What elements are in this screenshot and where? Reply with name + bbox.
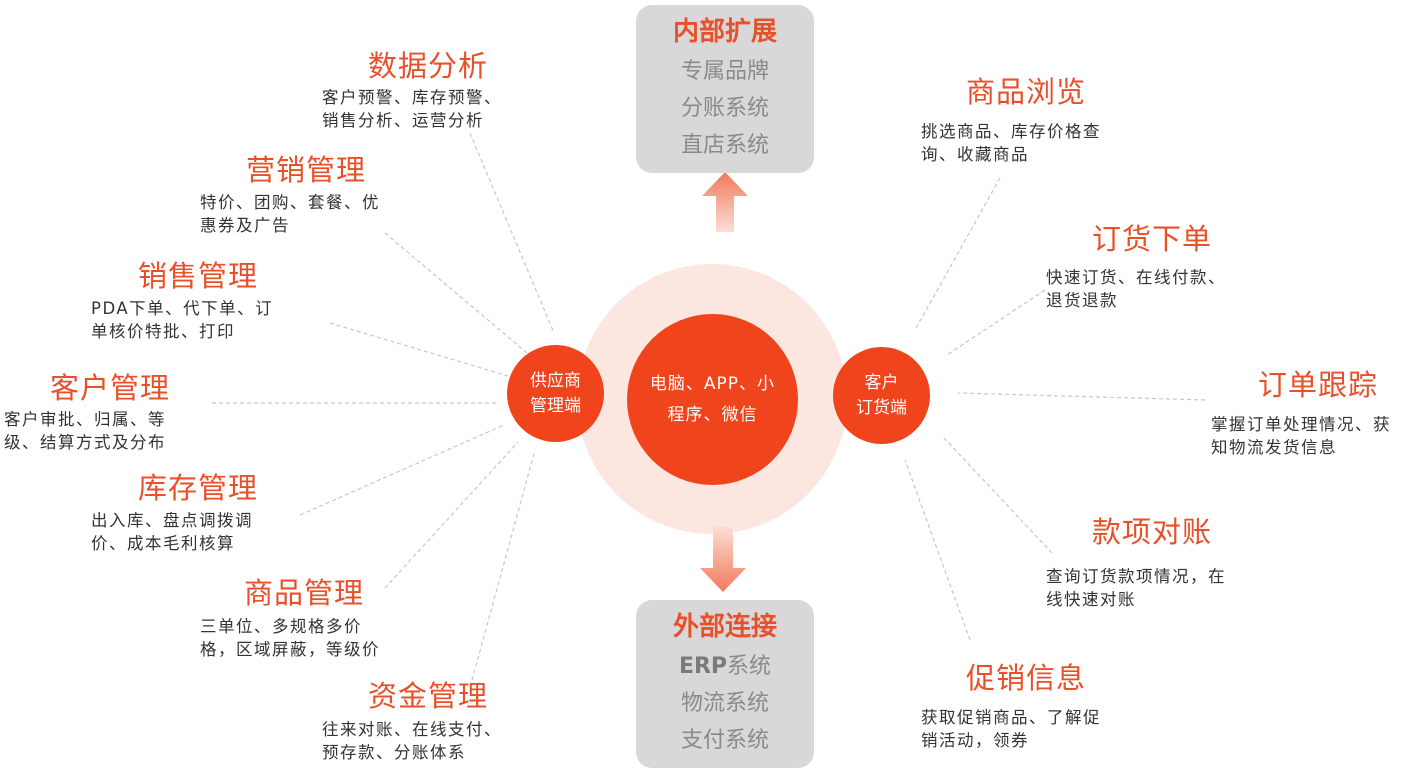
supplier-node: 供应商 管理端 (507, 345, 604, 442)
feature-title-funds: 资金管理 (368, 679, 489, 713)
desc-line: 快速订货、在线付款、 (1046, 268, 1226, 287)
internal-expansion-title: 内部扩展 (672, 17, 777, 47)
desc-line: 线快速对账 (1046, 590, 1136, 609)
feature-title-customer-mgmt: 客户管理 (50, 371, 171, 405)
desc-line: 特价、团购、套餐、优 (200, 193, 380, 212)
internal-expansion-box: 内部扩展 专属品牌 分账系统 直店系统 (636, 5, 814, 173)
external-connection-title: 外部连接 (672, 612, 777, 642)
external-item-bold: ERP (678, 654, 728, 679)
desc-line: 挑选商品、库存价格查 (921, 122, 1101, 141)
desc-line: 退货退款 (1046, 291, 1118, 310)
feature-title-product-mgmt: 商品管理 (244, 576, 365, 610)
internal-item: 分账系统 (680, 96, 769, 121)
desc-line: 预存款、分账体系 (322, 743, 466, 762)
desc-line: PDA下单、代下单、订 (91, 299, 274, 318)
feature-desc-data-analysis: 客户预警、库存预警、 销售分析、运营分析 (322, 86, 502, 132)
desc-line: 知物流发货信息 (1211, 438, 1337, 457)
feature-desc-inventory: 出入库、盘点调拨调 价、成本毛利核算 (91, 509, 253, 555)
feature-desc-order: 快速订货、在线付款、 退货退款 (1046, 266, 1226, 312)
external-item-text: 系统 (727, 654, 772, 679)
customer-node-line: 订货端 (856, 397, 907, 418)
connector-reconcile (942, 436, 1053, 554)
arrow-up (702, 172, 748, 232)
external-item-text: 物流系统 (680, 691, 769, 716)
connector-browse (914, 177, 1001, 331)
desc-line: 出入库、盘点调拨调 (91, 511, 253, 530)
desc-line: 销售分析、运营分析 (322, 111, 484, 130)
desc-line: 掌握订单处理情况、获 (1211, 415, 1391, 434)
desc-line: 级、结算方式及分布 (4, 433, 166, 452)
internal-item: 专属品牌 (680, 59, 769, 84)
connector-order (946, 289, 1046, 356)
connector-sales (329, 322, 509, 377)
desc-line: 往来对账、在线支付、 (322, 720, 502, 739)
feature-title-tracking: 订单跟踪 (1258, 368, 1379, 402)
external-connection-box: 外部连接 ERP系统 物流系统 支付系统 (636, 600, 814, 768)
feature-desc-browse: 挑选商品、库存价格查 询、收藏商品 (921, 120, 1101, 166)
external-item: 支付系统 (636, 722, 814, 759)
connector-inventory (299, 424, 505, 516)
feature-desc-reconcile: 查询订货款项情况，在 线快速对账 (1046, 565, 1226, 611)
external-item: 物流系统 (636, 685, 814, 722)
desc-line: 获取促销商品、了解促 (921, 708, 1101, 727)
desc-line: 客户预警、库存预警、 (322, 88, 502, 107)
desc-line: 三单位、多规格多价 (200, 617, 362, 636)
desc-line: 询、收藏商品 (921, 145, 1029, 164)
customer-node-line: 客户 (864, 372, 899, 393)
external-item-text: 支付系统 (680, 728, 769, 753)
feature-title-data-analysis: 数据分析 (368, 49, 489, 83)
connector-promotion (904, 459, 971, 641)
supplier-node-line: 供应商 (530, 370, 581, 391)
external-item: ERP系统 (636, 648, 814, 685)
feature-title-order: 订货下单 (1092, 222, 1213, 256)
feature-desc-marketing: 特价、团购、套餐、优 惠券及广告 (200, 191, 380, 237)
desc-line: 客户审批、归属、等 (4, 410, 166, 429)
connector-tracking (957, 392, 1206, 401)
desc-line: 销活动，领券 (921, 731, 1029, 750)
feature-desc-product-mgmt: 三单位、多规格多价 格，区域屏蔽，等级价 (200, 615, 380, 661)
feature-title-inventory: 库存管理 (138, 471, 259, 505)
connector-data-analysis (469, 132, 555, 334)
feature-title-marketing: 营销管理 (246, 153, 367, 187)
feature-desc-tracking: 掌握订单处理情况、获 知物流发货信息 (1211, 413, 1391, 459)
feature-desc-sales: PDA下单、代下单、订 单核价特批、打印 (91, 297, 273, 343)
center-node: 电脑、APP、小 程序、微信 (627, 314, 798, 485)
feature-title-browse: 商品浏览 (966, 75, 1087, 109)
feature-title-reconcile: 款项对账 (1092, 515, 1213, 549)
connector-funds (471, 449, 536, 681)
desc-line: 惠券及广告 (200, 216, 290, 235)
feature-desc-customer-mgmt: 客户审批、归属、等 级、结算方式及分布 (4, 408, 166, 454)
center-node-line: 程序、微信 (667, 404, 758, 425)
feature-title-sales: 销售管理 (138, 259, 259, 293)
desc-line: 查询订货款项情况，在 (1046, 567, 1226, 586)
desc-line: 单核价特批、打印 (91, 322, 235, 341)
connector-product-mgmt (384, 441, 519, 589)
desc-line: 价、成本毛利核算 (91, 534, 235, 553)
supplier-node-line: 管理端 (530, 395, 581, 416)
customer-node: 客户 订货端 (833, 347, 930, 444)
arrow-down (700, 527, 746, 592)
desc-line: 格，区域屏蔽，等级价 (200, 640, 380, 659)
feature-desc-promotion: 获取促销商品、了解促 销活动，领券 (921, 706, 1101, 752)
feature-desc-funds: 往来对账、在线支付、 预存款、分账体系 (322, 718, 502, 764)
connector-marketing (384, 232, 528, 354)
internal-item: 直店系统 (680, 133, 769, 158)
center-node-line: 电脑、APP、小 (649, 373, 776, 394)
feature-title-promotion: 促销信息 (966, 661, 1087, 695)
